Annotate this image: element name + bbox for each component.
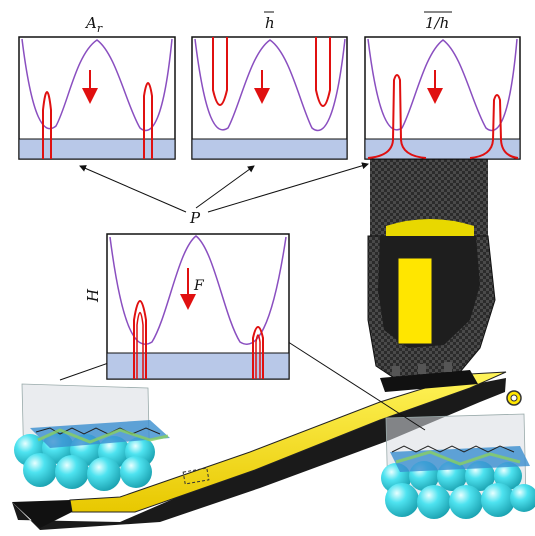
peak-left bbox=[212, 37, 228, 106]
right-sphere-array bbox=[381, 413, 535, 519]
peak-right bbox=[315, 37, 331, 107]
peak-left bbox=[133, 300, 147, 379]
force-label: F bbox=[193, 278, 205, 294]
panel-a-r: Ar bbox=[18, 14, 176, 160]
ski-top-yellow bbox=[69, 371, 507, 513]
substrate-band bbox=[18, 138, 176, 160]
sensor-region-box bbox=[182, 467, 210, 485]
combiner-label: P bbox=[189, 209, 201, 227]
peak-right bbox=[252, 326, 264, 379]
peak-left bbox=[367, 74, 427, 159]
prosthetic-foot-illustration bbox=[12, 158, 522, 530]
panel-a-title: Ar bbox=[84, 14, 103, 35]
substrate-band bbox=[364, 138, 521, 160]
sphere-array-icon bbox=[14, 432, 155, 491]
energy-curve bbox=[367, 38, 518, 132]
panel-h-title: h bbox=[265, 14, 275, 32]
panel-inverse-h: 1/h bbox=[364, 11, 521, 160]
peak-left bbox=[42, 91, 52, 159]
left-sphere-array bbox=[14, 383, 170, 491]
energy-curve bbox=[21, 38, 173, 132]
substrate-band bbox=[191, 138, 348, 160]
panel-inverse-h-title: 1/h bbox=[425, 14, 449, 32]
peak-right bbox=[469, 94, 519, 159]
energy-curve bbox=[194, 38, 346, 132]
peak-right bbox=[143, 82, 153, 159]
main-axis-label: H bbox=[84, 288, 102, 303]
panel-main-h: F H bbox=[84, 233, 290, 380]
foot-yellow-strip bbox=[397, 257, 433, 345]
panel-h-bar: h bbox=[191, 11, 348, 160]
